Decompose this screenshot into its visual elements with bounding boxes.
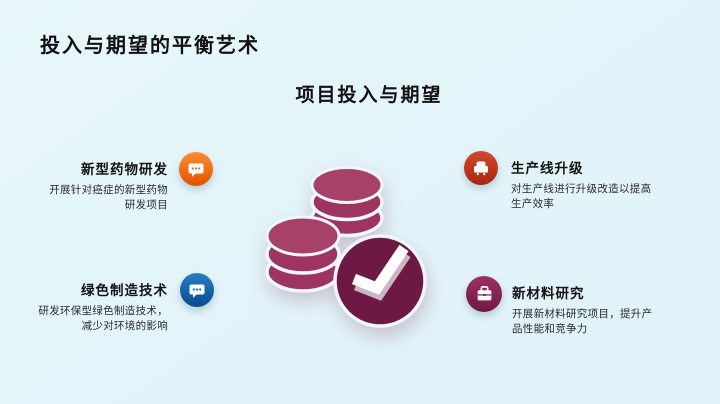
feature-description: 研发环保型绿色制造技术， 减少对环境的影响 <box>38 305 168 332</box>
slide-title: 投入与期望的平衡艺术 <box>40 35 260 57</box>
briefcase-icon-glyph <box>477 285 491 300</box>
feature-description: 开展针对癌症的新型药物 研发项目 <box>49 184 168 211</box>
feature-item-new-materials: 新材料研究 开展新材料研究项目，提升产 品性能和竞争力 <box>512 282 672 337</box>
comment-icon <box>179 152 213 186</box>
feature-title: 绿色制造技术 <box>81 283 168 298</box>
feature-title: 生产线升级 <box>511 161 584 176</box>
armchair-icon-glyph <box>474 161 488 176</box>
comment-icon-glyph <box>188 163 204 177</box>
feature-title: 新型药物研发 <box>81 162 168 177</box>
feature-title: 新材料研究 <box>512 286 585 301</box>
coin-stack-front <box>265 215 341 293</box>
briefcase-icon <box>466 276 502 312</box>
comment-icon-glyph <box>189 284 205 298</box>
feature-description: 开展新材料研究项目，提升产 品性能和竞争力 <box>512 308 653 335</box>
armchair-icon <box>464 151 498 185</box>
checkmark-circle <box>333 234 427 328</box>
comment-icon <box>180 273 214 307</box>
feature-item-new-drug: 新型药物研发 开展针对癌症的新型药物 研发项目 <box>23 158 168 213</box>
feature-item-production-line: 生产线升级 对生产线进行升级改造以提高 生产效率 <box>511 157 671 212</box>
section-heading: 项目投入与期望 <box>295 85 443 106</box>
checkmark-icon <box>351 244 409 295</box>
feature-item-green-manufacturing: 绿色制造技术 研发环保型绿色制造技术， 减少对环境的影响 <box>23 279 168 334</box>
feature-description: 对生产线进行升级改造以提高 生产效率 <box>511 183 652 210</box>
coins-checkmark-illustration <box>265 166 427 328</box>
